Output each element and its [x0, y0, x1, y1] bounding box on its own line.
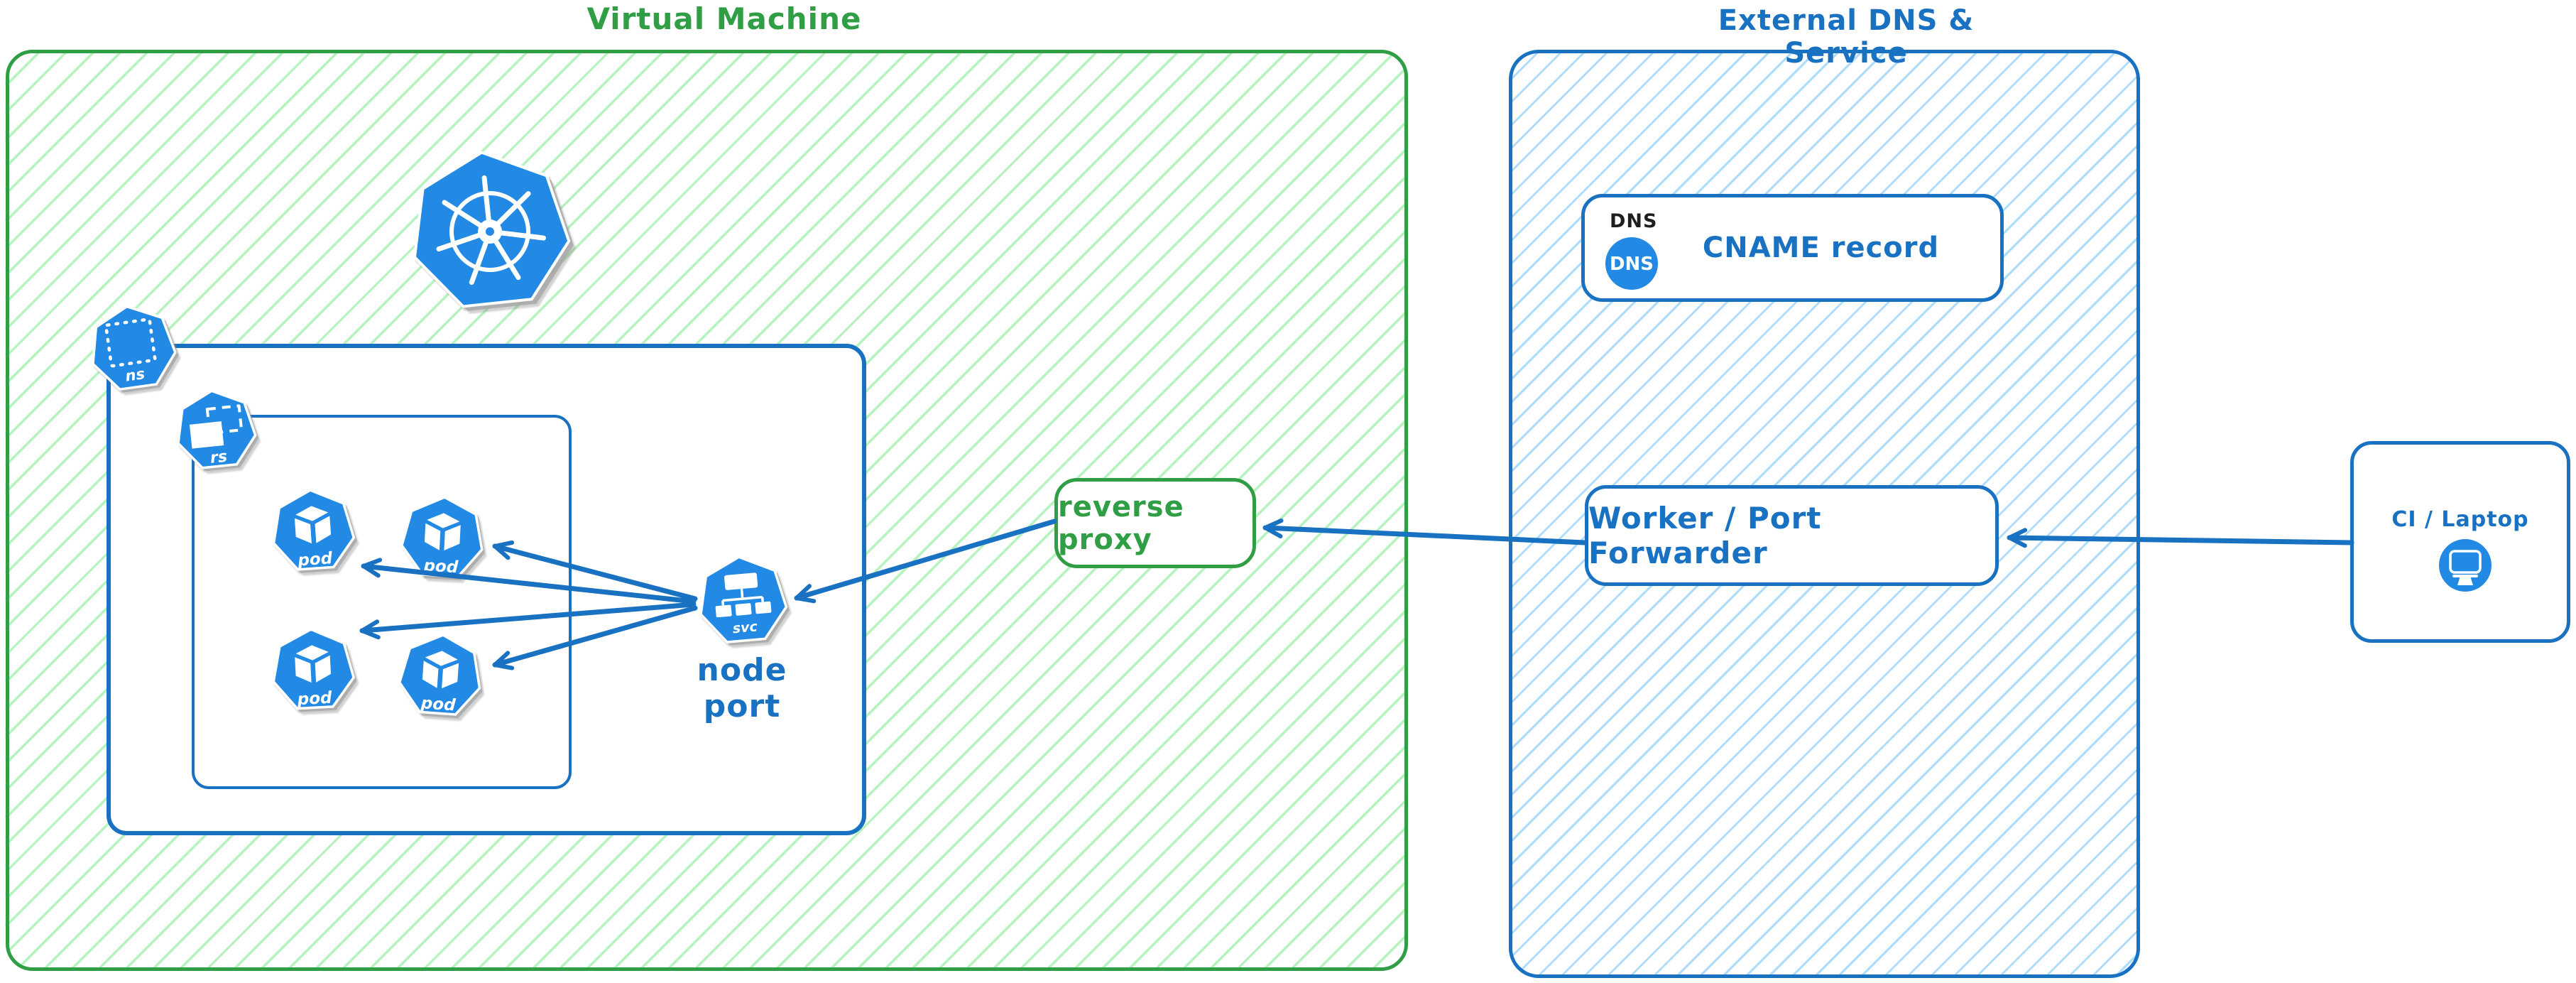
pod-label: pod — [297, 549, 334, 570]
namespace-icon: ns — [92, 305, 179, 393]
reverse-proxy-label: reverse proxy — [1058, 490, 1184, 556]
pod-label: pod — [420, 694, 457, 715]
service-icon-label: svc — [732, 619, 758, 636]
node-port-label: node port — [697, 652, 787, 724]
pod-icon-2: pod — [400, 496, 485, 580]
ci-laptop-box: CI / Laptop — [2350, 441, 2570, 643]
replicaset-icon-label: rs — [209, 448, 228, 467]
dns-badge-text: DNS — [1610, 254, 1654, 275]
laptop-icon — [2439, 539, 2492, 592]
dns-tag-label: DNS — [1610, 210, 1658, 232]
pod-label: pod — [296, 689, 333, 710]
pod-icon-4: pod — [398, 634, 483, 719]
pod-icon-3: pod — [272, 628, 357, 712]
namespace-icon-label: ns — [124, 365, 146, 385]
dns-icon: DNS — [1605, 237, 1658, 290]
pod-label: pod — [422, 557, 459, 577]
reverse-proxy-box: reverse proxy — [1054, 478, 1256, 568]
replicaset-icon: rs — [177, 389, 259, 472]
virtual-machine-title: Virtual Machine — [586, 1, 862, 36]
worker-port-forwarder-label: Worker / Port Forwarder — [1588, 501, 1822, 570]
ci-laptop-label: CI / Laptop — [2391, 507, 2529, 532]
worker-port-forwarder-box: Worker / Port Forwarder — [1585, 485, 1999, 586]
pod-icon-1: pod — [272, 489, 357, 573]
external-dns-service-title: External DNS & Service — [1718, 4, 1975, 70]
cname-record-label: CNAME record — [1702, 232, 1940, 264]
cname-record-box: DNS DNS CNAME record — [1581, 194, 2004, 302]
kubernetes-icon — [413, 151, 574, 311]
service-icon: svc — [699, 555, 790, 646]
